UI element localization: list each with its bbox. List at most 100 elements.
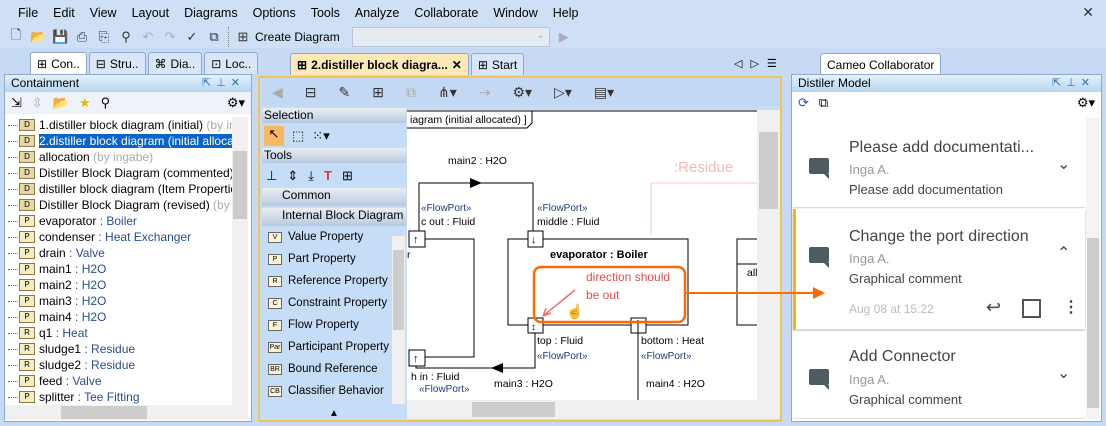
tree-horizontal-scrollbar[interactable] — [5, 405, 248, 420]
menu-analyze[interactable]: Analyze — [354, 6, 400, 20]
save-icon[interactable]: 💾 — [52, 29, 69, 44]
open-icon[interactable]: 📂 — [30, 29, 47, 44]
spellcheck-icon[interactable]: ✓ — [186, 29, 198, 44]
tab-diagrams[interactable]: ⌘Dia.. — [147, 52, 203, 74]
redo-icon[interactable]: ↷ — [164, 29, 176, 44]
close-tab-icon[interactable]: ✕ — [451, 57, 462, 72]
panel-controls-icon[interactable]: ⇱⊥✕ — [201, 77, 245, 89]
play-icon[interactable]: ▶ — [558, 29, 569, 44]
expand-icon[interactable]: ⇳ — [31, 95, 43, 110]
palette-group-selection[interactable]: Selection — [262, 108, 406, 123]
tree-vertical-scrollbar[interactable] — [232, 117, 248, 405]
comments-filter-icon[interactable]: ⧉ — [818, 95, 829, 110]
tab-diagram[interactable]: ⊞2.distiller block diagra...✕ — [290, 53, 469, 75]
menu-edit[interactable]: Edit — [53, 6, 75, 20]
tree-icon[interactable]: ⊟ — [304, 84, 317, 100]
gear-icon[interactable]: ⚙▾ — [226, 95, 245, 110]
chevron-down-icon[interactable]: ⌄ — [1057, 156, 1071, 173]
tab-containment[interactable]: ⊞Con.. — [30, 52, 87, 74]
play-icon[interactable]: ▷▾ — [554, 84, 572, 100]
canvas-vertical-scrollbar[interactable] — [757, 110, 780, 400]
layout-options-icon[interactable]: ▤▾ — [593, 84, 615, 100]
menu-view[interactable]: View — [89, 6, 117, 20]
gear-icon[interactable]: ⚙▾ — [512, 84, 533, 100]
menu-options[interactable]: Options — [252, 6, 296, 20]
gear-icon[interactable]: ⚙▾ — [1076, 95, 1095, 110]
diagram-canvas[interactable]: iagram (initial allocated) ] main2 : H2O… — [407, 110, 757, 400]
comments-scrollbar[interactable] — [1086, 118, 1100, 420]
panel-controls-icon[interactable]: ⇱⊥✕ — [1051, 77, 1095, 89]
comment-card-expanded[interactable]: Change the port direction Inga A. Graphi… — [793, 209, 1085, 330]
route-icon[interactable]: ⇢ — [478, 84, 491, 100]
palette-scroll-up-icon[interactable]: ▲ — [329, 408, 339, 419]
toolbar-combo[interactable]: ⌄ — [351, 27, 550, 47]
refresh-icon[interactable]: ⟳ — [798, 95, 809, 110]
search-icon[interactable]: ⚲ — [100, 95, 111, 110]
menu-layout[interactable]: Layout — [131, 6, 170, 20]
tab-lock[interactable]: ⊡Loc.. — [204, 52, 259, 74]
palette-group-common[interactable]: Common — [262, 188, 406, 206]
menu-diagrams[interactable]: Diagrams — [184, 6, 238, 20]
print-preview-icon[interactable]: ⎘ — [98, 29, 110, 44]
align-icon[interactable]: ⊞ — [341, 167, 353, 183]
canvas-horizontal-scrollbar[interactable] — [407, 400, 780, 419]
shrink-space-icon[interactable]: ⤓ — [308, 167, 314, 183]
menu-tools[interactable]: Tools — [310, 6, 340, 20]
layout-icon[interactable]: ⊞ — [372, 84, 384, 100]
text-icon[interactable]: T — [323, 168, 332, 183]
open-folder-icon[interactable]: 📂 — [52, 95, 69, 110]
more-options-icon[interactable]: ⋮ — [1063, 299, 1079, 316]
menu-file[interactable]: File — [18, 6, 39, 20]
multi-select-icon[interactable]: ⁙▾ — [312, 127, 330, 143]
create-diagram-button[interactable]: ⊞ Create Diagram — [228, 27, 346, 47]
chevron-up-icon[interactable]: ⌃ — [1057, 245, 1071, 262]
tab-cameo-collaborator[interactable]: Cameo Collaborator — [820, 53, 942, 75]
new-icon[interactable]: 🗋 — [10, 27, 22, 42]
comment-card[interactable]: Add Connector Inga A. Graphical comment … — [793, 331, 1085, 419]
expand-space-icon[interactable]: ⇕ — [287, 167, 299, 183]
stamp-icon[interactable]: ⊥ — [266, 167, 278, 183]
menu-collaborate[interactable]: Collaborate — [414, 6, 479, 20]
resolve-checkbox[interactable] — [1022, 299, 1041, 318]
collapse-icon[interactable]: ⇲ — [11, 95, 22, 110]
back-icon[interactable]: ◀ — [272, 84, 283, 100]
tab-nav-icons[interactable]: ◁▷☰ — [734, 58, 785, 70]
print-icon[interactable]: ⎙ — [76, 29, 88, 44]
chevron-down-icon[interactable]: ⌄ — [1057, 365, 1071, 382]
pointer-icon[interactable]: ↖ — [264, 125, 284, 146]
palette-group-tools[interactable]: Tools — [262, 148, 406, 163]
close-window-icon[interactable]: ✕ — [1082, 4, 1094, 20]
marquee-icon[interactable]: ⬚ — [292, 127, 305, 143]
undo-icon[interactable]: ↶ — [142, 29, 154, 44]
edit-icon[interactable]: ✎ — [338, 84, 351, 100]
tab-structure[interactable]: ⊟Stru.. — [88, 52, 146, 74]
tab-start[interactable]: ⊞Start — [470, 53, 525, 75]
star-icon[interactable]: ★ — [79, 95, 91, 110]
find-icon[interactable]: ⚲ — [121, 29, 131, 44]
menu-window[interactable]: Window — [493, 6, 538, 20]
copy-diagram-icon[interactable]: ⧉ — [209, 29, 219, 44]
paste-icon[interactable]: ⧉ — [405, 84, 416, 100]
hierarchy-icon[interactable]: ⋔▾ — [437, 84, 457, 100]
menu-help[interactable]: Help — [552, 6, 579, 20]
